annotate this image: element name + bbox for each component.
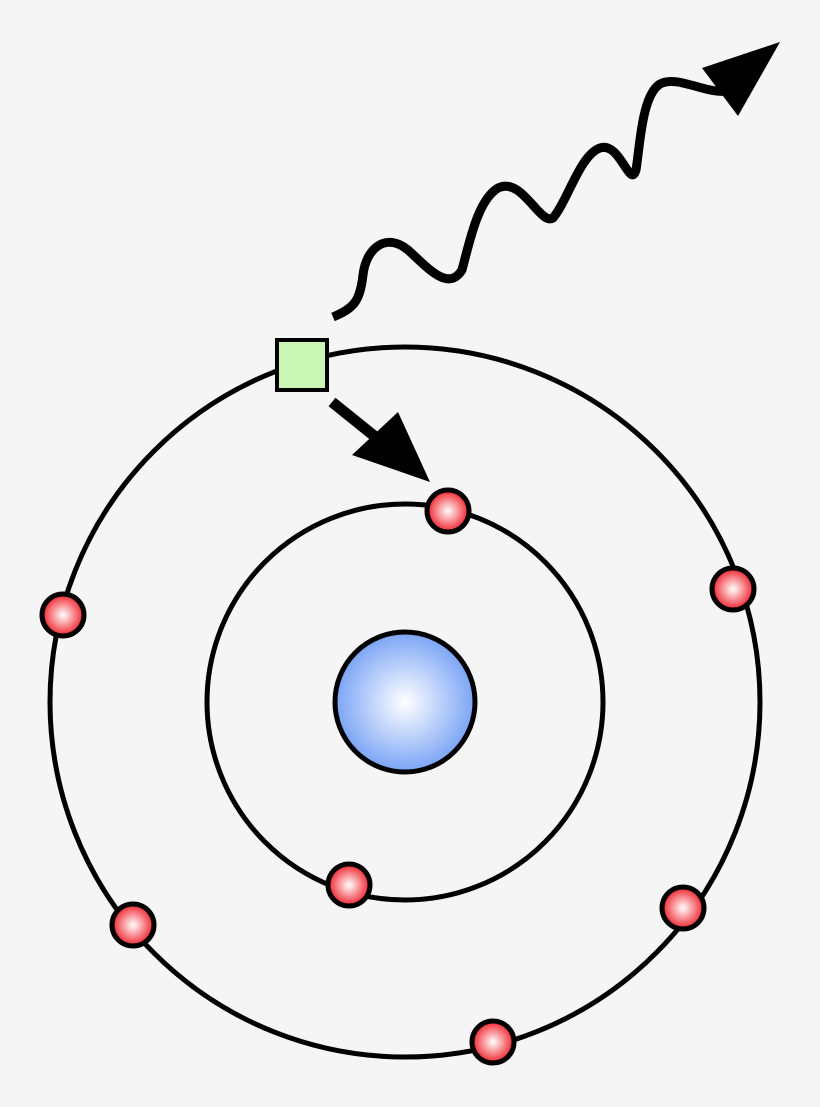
nucleus xyxy=(332,629,478,775)
inner-shell xyxy=(204,501,606,903)
outer-shell-electron-right xyxy=(709,565,757,613)
photon-arrow xyxy=(331,42,780,322)
transition-arrow-shaft xyxy=(328,397,382,444)
outer-shell xyxy=(47,344,763,1060)
inner-shell-electron-bottom xyxy=(325,861,373,909)
outer-shell-electron-lower-right xyxy=(659,884,707,932)
outer-shell-vacancy xyxy=(275,338,329,392)
photon-wave xyxy=(331,76,732,322)
outer-shell-electron-bottom xyxy=(469,1018,517,1066)
photon-arrow-head xyxy=(702,42,780,116)
outer-shell-electron-left xyxy=(39,591,87,639)
outer-shell-electron-lower-left xyxy=(109,901,157,949)
transition-arrow-head xyxy=(352,412,430,482)
inner-shell-electron-top xyxy=(424,487,472,535)
transition-arrow xyxy=(328,397,430,482)
